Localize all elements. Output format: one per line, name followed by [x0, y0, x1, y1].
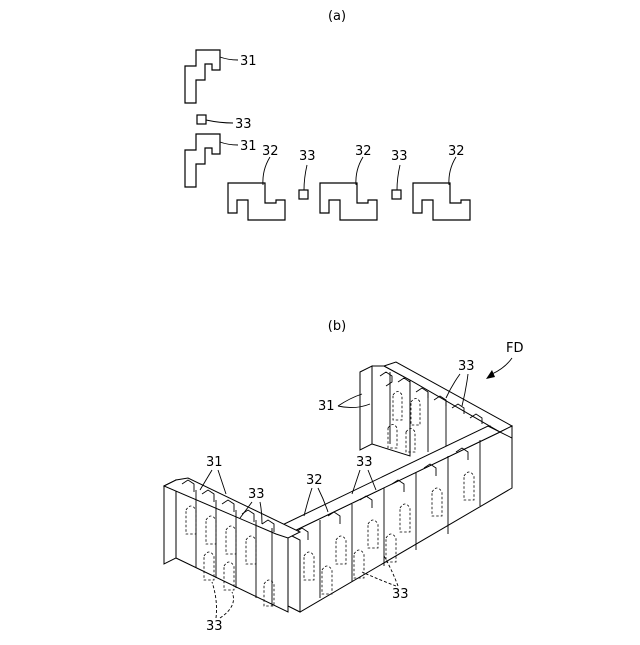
label-32-b: 32: [306, 473, 323, 488]
block-32-3: [413, 183, 470, 220]
caption-a: (a): [328, 9, 346, 24]
front-run: [276, 426, 512, 612]
label-32-1: 32: [262, 144, 279, 159]
label-fd: FD: [506, 341, 524, 356]
label-31-upper: 31: [240, 54, 257, 69]
caption-b: (b): [328, 319, 346, 334]
leader-32-3: [449, 157, 456, 185]
label-32-3: 32: [448, 144, 465, 159]
label-31-b-rear: 31: [318, 399, 335, 414]
leader-33-a1: [206, 120, 233, 123]
leader-31-upper: [220, 57, 238, 60]
leader-31-lower: [220, 142, 238, 145]
connector-33-a2: [299, 190, 308, 199]
leader-31-b-rear-1: [338, 394, 362, 406]
leader-32-2: [356, 157, 363, 185]
connector-33-a1: [197, 115, 206, 124]
label-33-b-mid: 33: [356, 455, 373, 470]
fd-arrow: [492, 358, 512, 374]
connector-33-a3: [392, 190, 401, 199]
label-31-lower: 31: [240, 139, 257, 154]
label-33-a3: 33: [391, 149, 408, 164]
label-33-a1: 33: [235, 117, 252, 132]
label-33-b-bottom: 33: [206, 619, 223, 634]
leader-33-b-bottom-2: [220, 592, 234, 618]
leader-33-b-bottom-1: [212, 582, 217, 618]
panel-a: (a) 31 33 31 32 32 32 33 33: [185, 9, 470, 220]
panel-b: (b) FD: [164, 319, 524, 634]
block-31-upper: [185, 50, 220, 103]
label-33-b-left: 33: [248, 487, 265, 502]
label-33-b-front: 33: [392, 587, 409, 602]
leader-31-b-left-2: [218, 470, 226, 494]
block-32-2: [320, 183, 377, 220]
block-32-1: [228, 183, 285, 220]
block-31-lower: [185, 134, 220, 187]
fd-arrowhead: [486, 370, 495, 379]
label-32-2: 32: [355, 144, 372, 159]
label-33-a2: 33: [299, 149, 316, 164]
leader-33-a3: [397, 165, 400, 190]
leader-33-b-front-1: [362, 572, 396, 586]
label-31-b-left: 31: [206, 455, 223, 470]
left-wing: [164, 478, 300, 612]
leader-33-a2: [304, 165, 307, 190]
label-33-b-rear: 33: [458, 359, 475, 374]
leader-32-1: [263, 157, 270, 185]
